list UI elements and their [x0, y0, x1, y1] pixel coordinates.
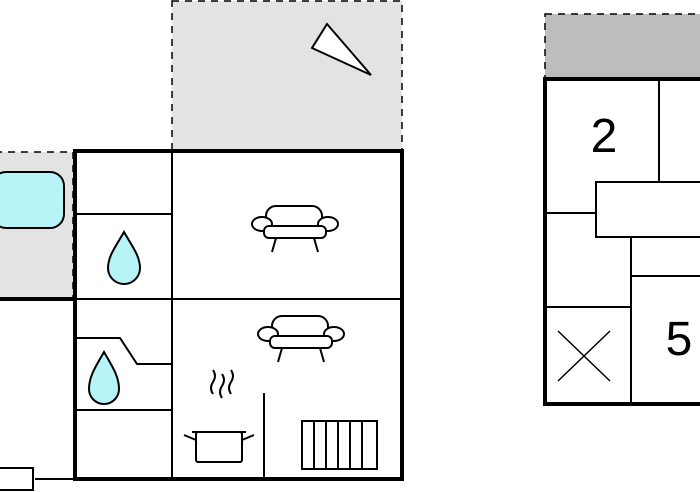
north-arrow-icon: [310, 22, 372, 76]
main-outer-wall: [73, 149, 404, 481]
shower-step: [75, 337, 172, 365]
water-drop-icon: [106, 229, 142, 285]
radiator-icon: [301, 420, 378, 470]
room-label-2: 2: [591, 110, 618, 163]
right-outer-wall: [543, 77, 700, 406]
pool-icon: [0, 171, 65, 229]
water-drop-icon: [87, 349, 121, 405]
cross-icon: [557, 330, 611, 382]
entrance-step: [0, 467, 34, 491]
cooking-pot-icon: [183, 369, 255, 463]
sofa-icon: [257, 315, 345, 363]
room-label-5: 5: [666, 313, 693, 366]
wall-right-block: [595, 181, 700, 238]
terrace-right: [544, 13, 700, 79]
terrace-top: [171, 0, 403, 152]
sofa-icon: [251, 205, 339, 253]
